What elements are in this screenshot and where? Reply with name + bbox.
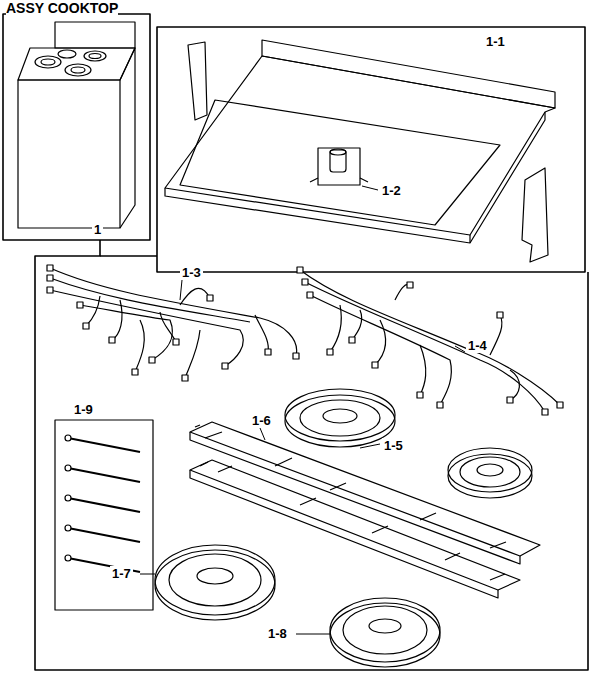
plug [83, 323, 89, 329]
plug [77, 302, 83, 308]
plug [372, 362, 378, 368]
plug [132, 369, 138, 375]
drip-bowl [155, 389, 532, 667]
diagram-title: ASSY COOKTOP [6, 0, 118, 16]
plug [497, 312, 503, 318]
callout-number: 1-4 [466, 338, 489, 353]
thermostat [310, 148, 378, 190]
plug [47, 287, 53, 293]
plug [173, 339, 179, 345]
bowl-rail [190, 422, 540, 598]
wire-harness [50, 268, 297, 378]
plug [542, 409, 548, 415]
rod-frame [55, 420, 153, 610]
plug [47, 265, 53, 271]
side-bracket [522, 168, 548, 262]
callout-number: 1 [92, 222, 103, 237]
callout-number: 1-8 [266, 626, 289, 641]
callout-number: 1-5 [382, 438, 405, 453]
plug [349, 337, 355, 343]
plug [149, 357, 155, 363]
plug [327, 349, 333, 355]
plug [222, 363, 228, 369]
callout-number: 1-9 [72, 402, 95, 417]
hold-rods [68, 438, 140, 572]
range-icon [18, 22, 135, 228]
inset-frame [3, 14, 150, 240]
callout-number: 1-6 [250, 413, 273, 428]
callout-number: 1-7 [110, 566, 133, 581]
plug [407, 282, 413, 288]
cooktop-glass [165, 40, 555, 262]
callout-number: 1-2 [380, 183, 403, 198]
wire-connectors [47, 265, 563, 415]
plug [47, 275, 53, 281]
assembly-frame [35, 240, 588, 670]
cooktop-frame [157, 27, 585, 272]
plug [507, 397, 513, 403]
callout-number: 1-1 [484, 34, 507, 49]
wire-harness [300, 270, 560, 412]
plug [302, 279, 308, 285]
plug [307, 292, 313, 298]
plug [417, 392, 423, 398]
plug [557, 402, 563, 408]
side-bracket [188, 42, 207, 120]
plug [109, 337, 115, 343]
plug [265, 349, 271, 355]
plug [297, 267, 303, 273]
plug [437, 402, 443, 408]
plug [182, 375, 188, 381]
callout-number: 1-3 [180, 265, 203, 280]
plug [293, 353, 299, 359]
plug [207, 295, 213, 301]
